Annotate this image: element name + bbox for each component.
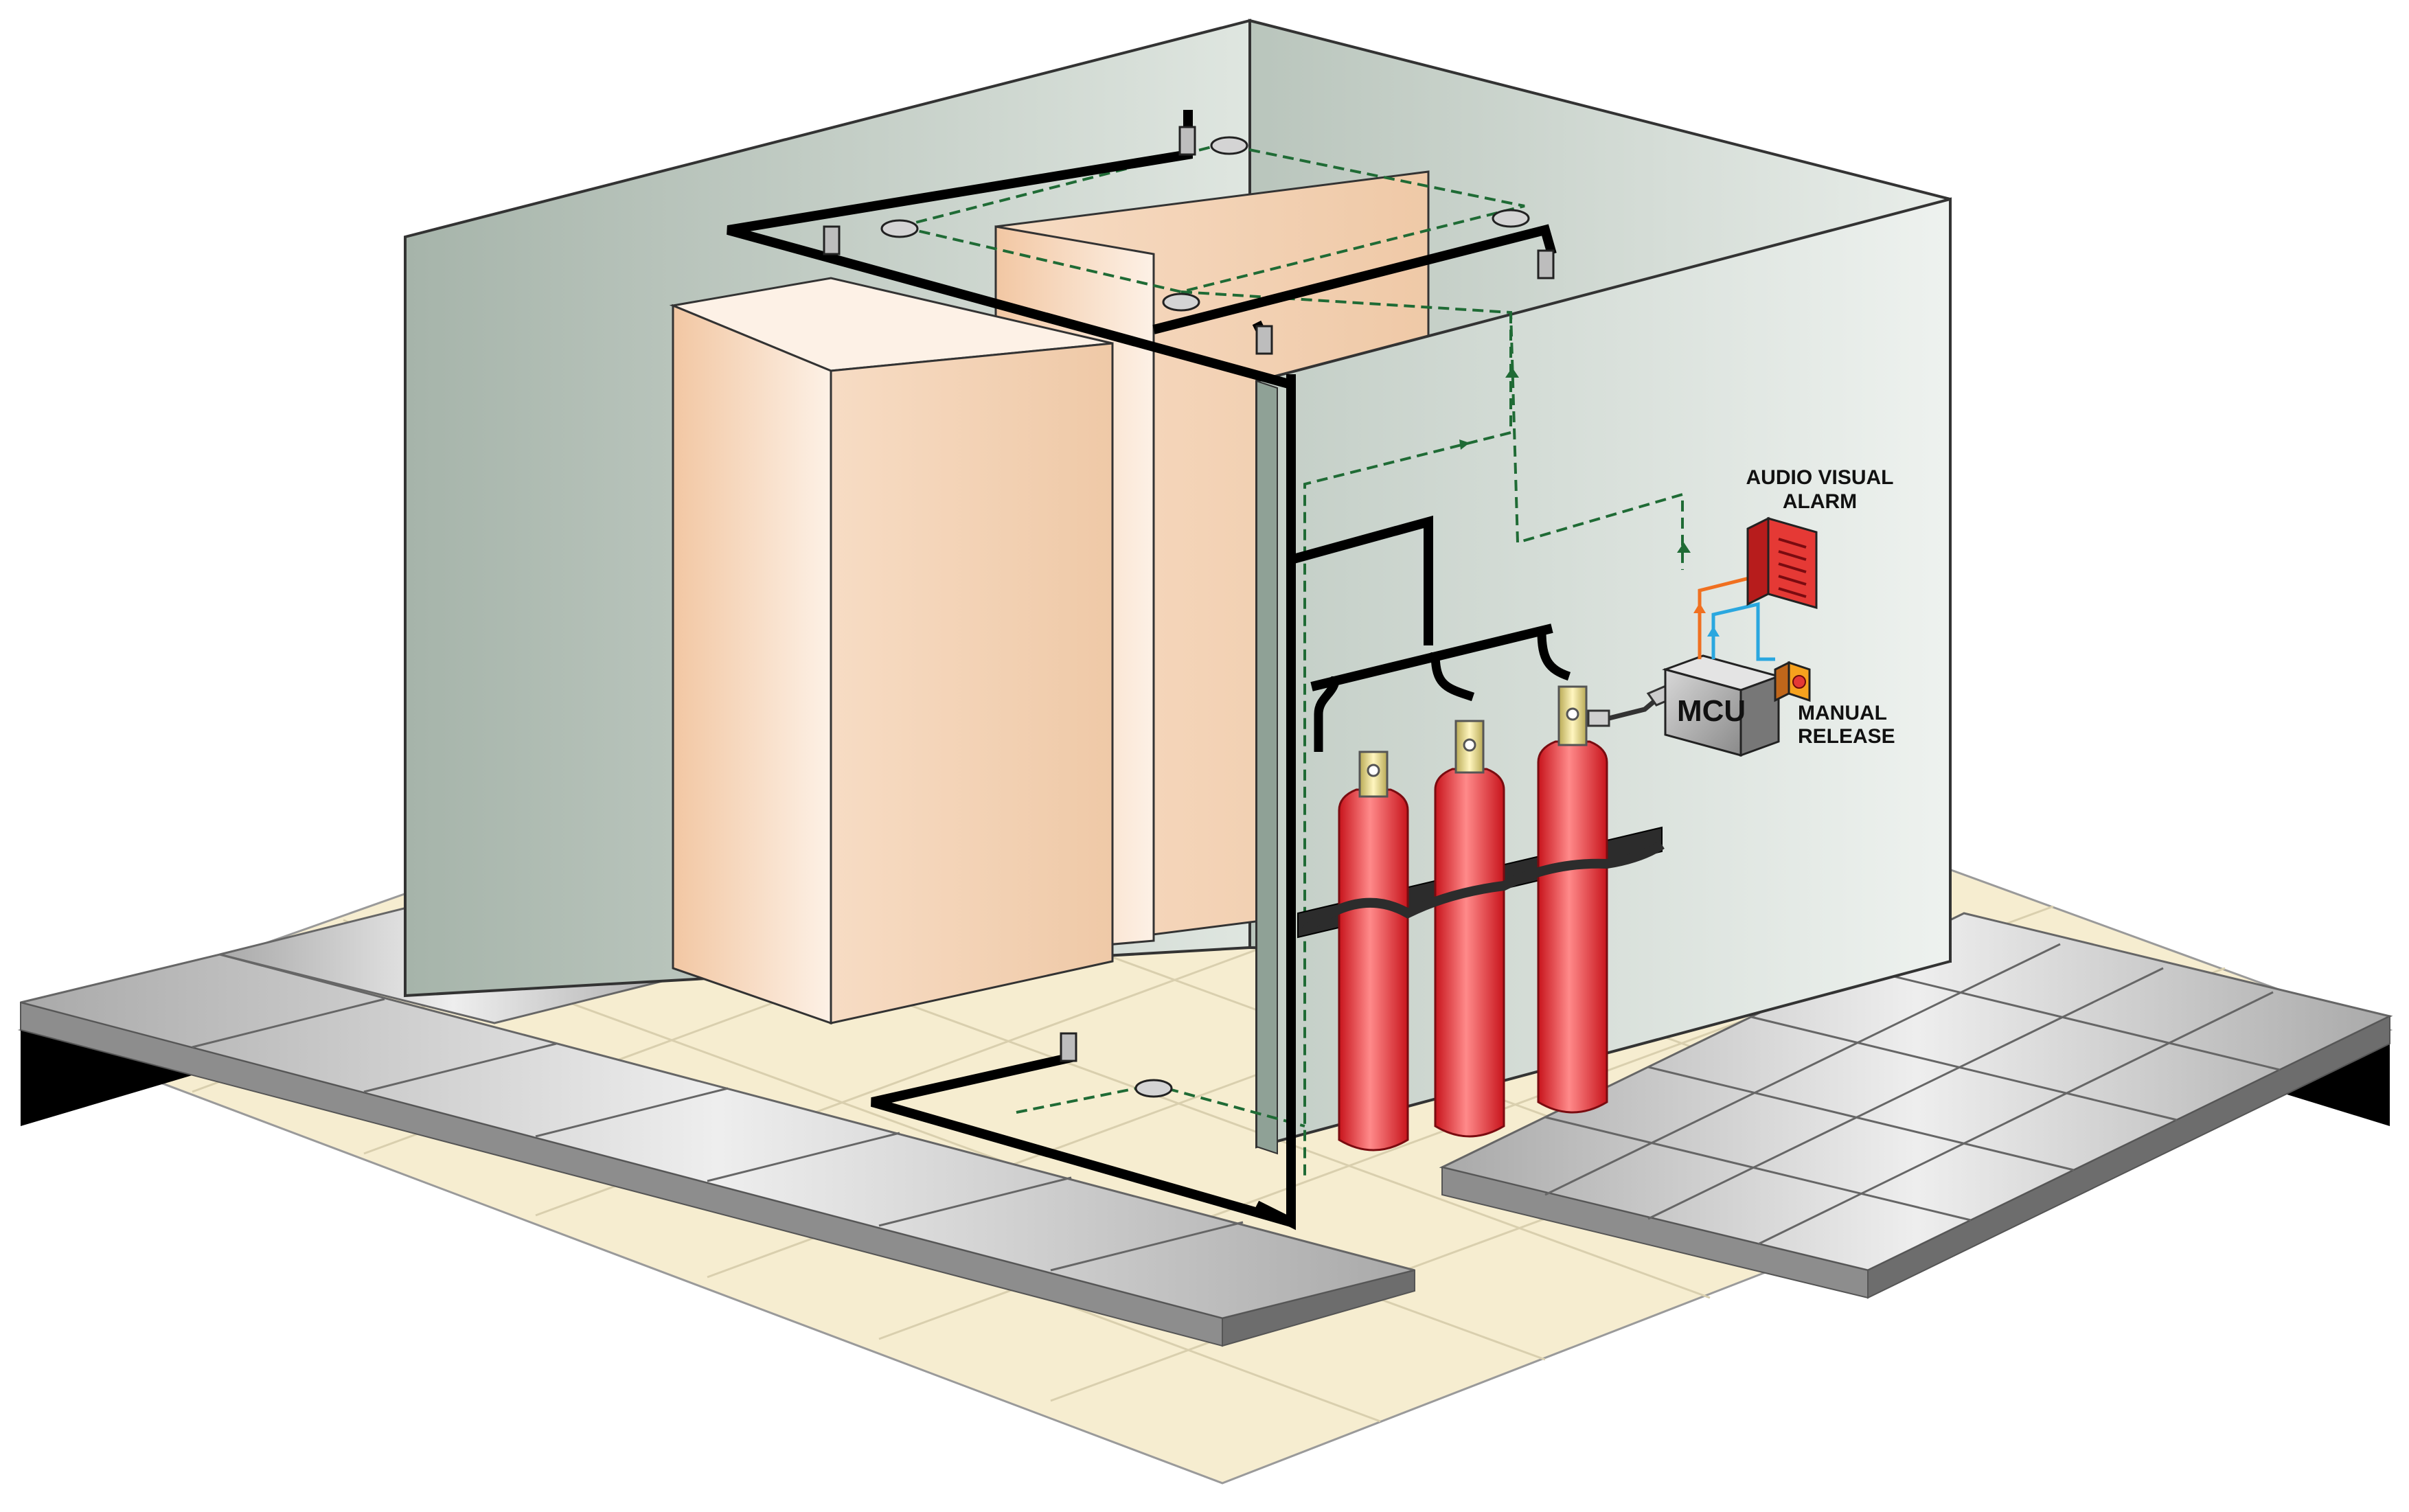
mcu-panel: MCU [1662,654,1782,757]
manifold-drops [1314,631,1571,752]
release-label-line2: RELEASE [1798,725,1895,748]
raised-floor-tiles-right [1439,912,2393,1299]
alarm-grille-icon [1778,538,1807,598]
smoke-detector-icon [880,136,1530,1098]
agent-cylinder-1 [1338,751,1409,1152]
manual-release-station: MANUAL RELEASE [1774,661,1895,748]
wire-arrows [1459,367,1691,553]
raised-floor-tiles-left [20,905,1415,1347]
mcu-label: MCU [1677,694,1746,728]
release-label-line1: MANUAL [1798,702,1887,724]
release-button-icon [1792,675,1806,689]
agent-cylinder-3 [1537,685,1610,1114]
release-wire-arrow [1707,626,1720,637]
bracket-strap [1301,840,1665,935]
alarm-wire-arrow [1693,603,1706,613]
alarm-label-line1: AUDIO VISUAL [1746,466,1893,489]
front-right-wall-edge [1256,380,1278,1155]
ceiling-nozzle-icon [823,126,1555,1062]
server-cabinet-front [669,277,1114,1025]
agent-cylinder-2 [1434,720,1505,1138]
audio-visual-alarm: AUDIO VISUAL ALARM [1746,466,1894,609]
alarm-label-line2: ALARM [1783,490,1857,513]
